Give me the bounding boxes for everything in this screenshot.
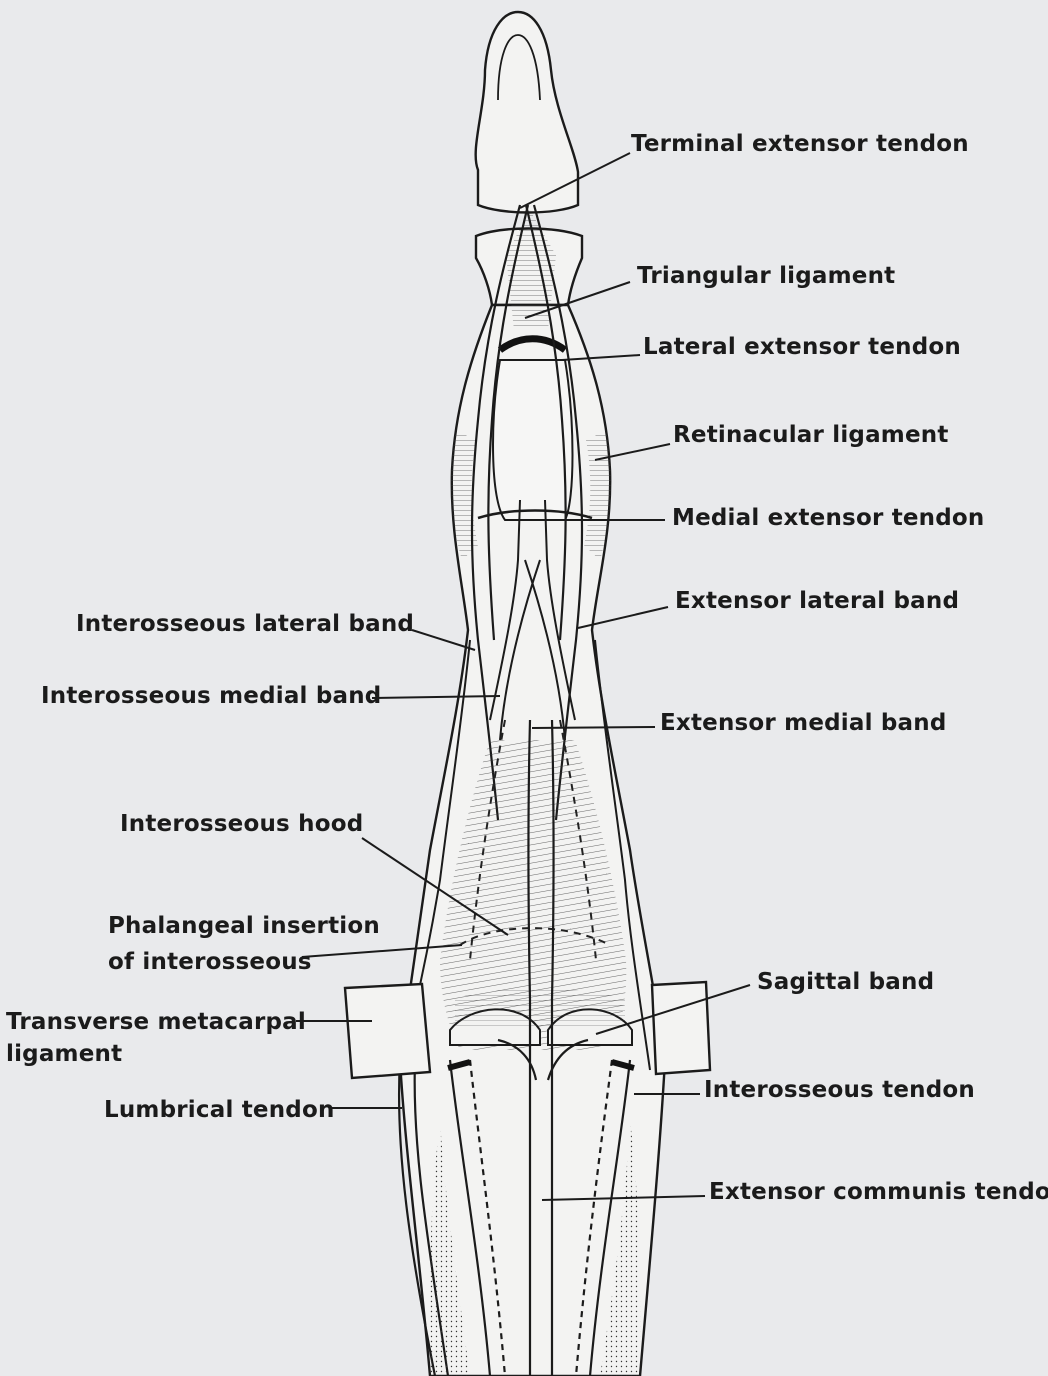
label-interosseous-hood: Interosseous hood	[120, 810, 363, 838]
label-retinacular-ligament: Retinacular ligament	[673, 421, 949, 449]
label-extensor-medial-band: Extensor medial band	[660, 709, 947, 737]
leader-interosseous-lateral	[412, 630, 475, 650]
label-phalangeal-insertion-line2: of interosseous	[108, 948, 380, 976]
label-phalangeal-insertion-line1: Phalangeal insertion	[108, 912, 380, 940]
transverse-metacarpal-ligament-right	[652, 982, 710, 1074]
label-interosseous-medial-band: Interosseous medial band	[41, 682, 381, 710]
label-lateral-extensor-tendon: Lateral extensor tendon	[643, 333, 961, 361]
label-interosseous-lateral-band: Interosseous lateral band	[76, 610, 414, 638]
label-phalangeal-insertion: Phalangeal insertion of interosseous	[108, 912, 380, 976]
label-transverse-metacarpal-line1: Transverse metacarpal	[6, 1008, 306, 1036]
label-extensor-communis-tendon: Extensor communis tendon	[709, 1178, 1048, 1206]
label-sagittal-band: Sagittal band	[757, 968, 934, 996]
label-triangular-ligament: Triangular ligament	[637, 262, 895, 290]
label-medial-extensor-tendon: Medial extensor tendon	[672, 504, 985, 532]
label-extensor-lateral-band: Extensor lateral band	[675, 587, 959, 615]
transverse-metacarpal-ligament-left	[345, 984, 430, 1078]
label-interosseous-tendon: Interosseous tendon	[704, 1076, 975, 1104]
label-terminal-extensor-tendon: Terminal extensor tendon	[631, 130, 969, 158]
leader-extensor-medial	[532, 727, 655, 728]
label-transverse-metacarpal-ligament: Transverse metacarpal ligament	[6, 1008, 306, 1068]
middle-phalanx-bone	[493, 360, 572, 520]
distal-phalanx	[476, 12, 578, 213]
sagittal-band-fibers	[455, 989, 625, 1030]
label-lumbrical-tendon: Lumbrical tendon	[104, 1096, 335, 1124]
label-transverse-metacarpal-line2: ligament	[6, 1040, 306, 1068]
